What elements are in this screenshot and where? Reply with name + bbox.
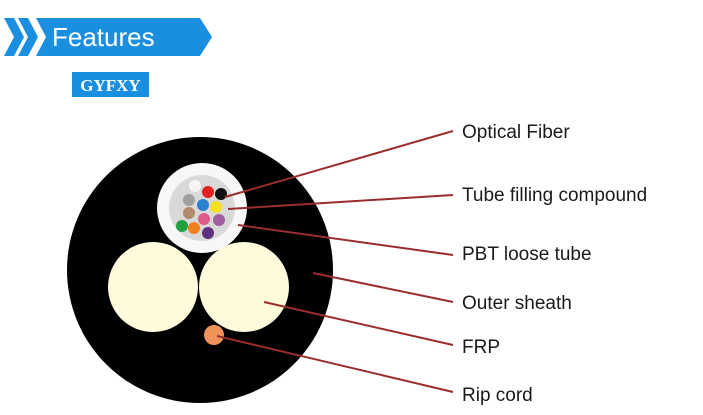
leader-pbt-loose-tube [237, 224, 454, 256]
label-rip-cord: Rip cord [462, 385, 533, 406]
leader-optical-fiber [224, 130, 454, 198]
leader-frp [263, 301, 454, 346]
rip-cord [204, 325, 224, 345]
callout-labels: Optical Fiber Tube filling compound PBT … [462, 122, 647, 406]
label-outer-sheath: Outer sheath [462, 293, 572, 314]
leader-tube-filling-compound [227, 194, 454, 210]
frp-left [108, 242, 198, 332]
leader-lines [216, 130, 454, 393]
label-tube-filling-compound: Tube filling compound [462, 185, 647, 206]
fiber-12 [202, 227, 214, 239]
leader-rip-cord [216, 335, 454, 393]
features-banner: Features [4, 18, 212, 56]
fiber-5 [197, 199, 209, 211]
model-badge-bg [72, 72, 149, 97]
fiber-9 [213, 214, 225, 226]
optical-fibers [176, 180, 227, 239]
page-title: Features [52, 22, 155, 52]
fiber-7 [183, 207, 195, 219]
label-pbt-loose-tube: PBT loose tube [462, 244, 592, 265]
fiber-10 [176, 220, 188, 232]
fiber-11 [188, 222, 200, 234]
leader-outer-sheath [312, 272, 454, 303]
frp-right [199, 242, 289, 332]
fiber-4 [183, 194, 195, 206]
fiber-8 [198, 213, 210, 225]
cable-cross-section [67, 137, 333, 403]
model-label: GYFXY [80, 76, 140, 95]
banner-body [36, 18, 212, 56]
fiber-6 [210, 201, 222, 213]
fiber-1 [202, 186, 214, 198]
banner-chevron-left [4, 18, 24, 56]
outer-sheath [67, 137, 333, 403]
fiber-3 [189, 180, 201, 192]
label-frp: FRP [462, 337, 500, 358]
label-optical-fiber: Optical Fiber [462, 122, 570, 143]
fiber-2 [215, 188, 227, 200]
banner-chevron-mid [18, 18, 38, 56]
model-badge: GYFXY [72, 72, 149, 97]
